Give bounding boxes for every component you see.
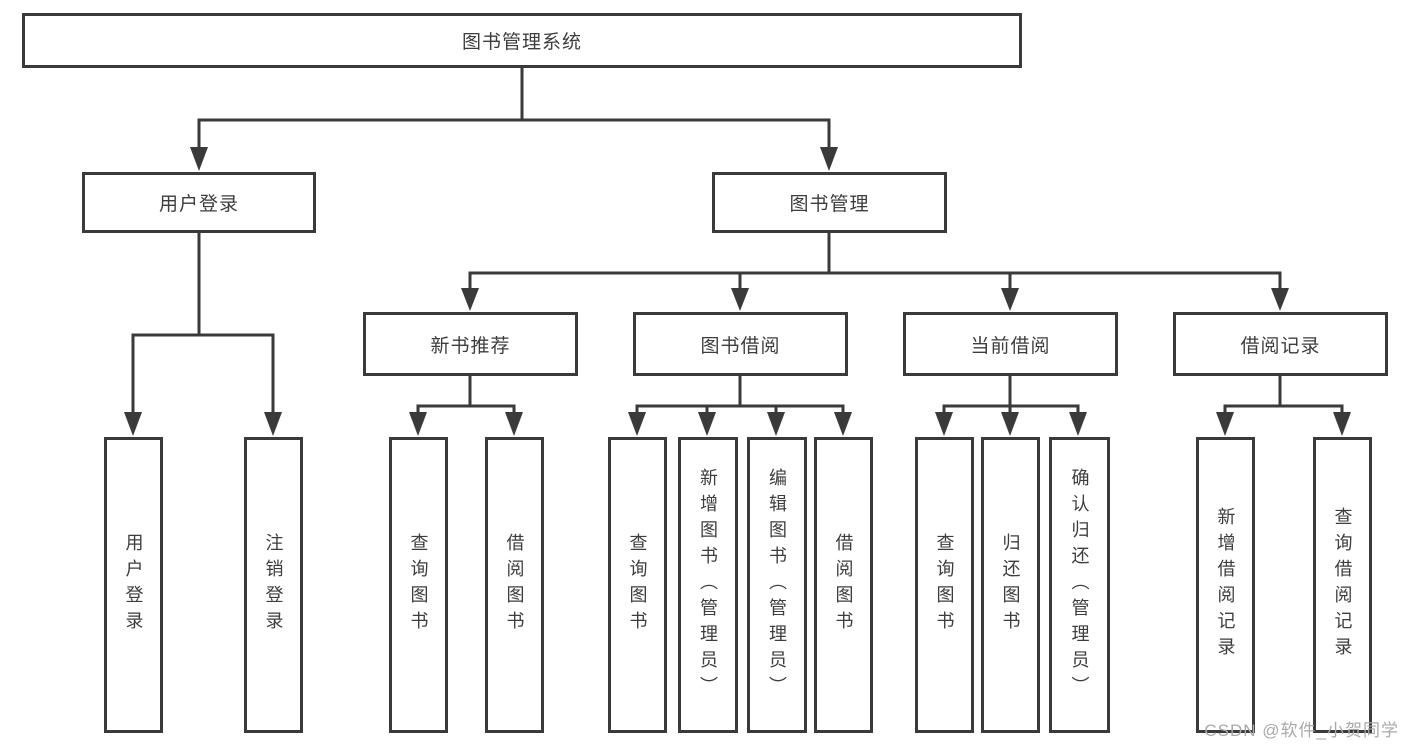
arrowhead (461, 288, 479, 311)
arrowhead (1216, 412, 1234, 436)
node-borrowing-records: 借阅记录 (1173, 312, 1388, 376)
arrowhead (264, 412, 282, 436)
node-label: 图书管理系统 (461, 32, 582, 53)
connector-borrow-to-leaves (635, 374, 845, 416)
node-label: 借阅记录 (1240, 335, 1321, 357)
node-label: 编辑图书（管理员） (767, 468, 787, 702)
arrowhead (1069, 412, 1087, 436)
arrowhead (628, 412, 646, 436)
leaf-current-return-books: 归还图书 (981, 437, 1040, 733)
node-user-login-branch: 用户登录 (82, 172, 316, 233)
arrowhead (767, 412, 785, 436)
arrowhead (731, 288, 749, 311)
arrowhead (1333, 412, 1351, 436)
node-label: 用户登录 (123, 533, 144, 637)
arrowhead (820, 147, 838, 171)
node-book-borrowing: 图书借阅 (633, 312, 848, 376)
arrowhead (1001, 288, 1019, 311)
node-label: 注销登录 (263, 533, 284, 637)
leaf-newbook-borrow-books: 借阅图书 (485, 437, 544, 733)
arrowhead (698, 412, 716, 436)
node-label: 归还图书 (1000, 533, 1021, 637)
node-book-management-branch: 图书管理 (712, 172, 947, 233)
node-current-borrowing: 当前借阅 (903, 312, 1118, 376)
node-label: 用户登录 (158, 194, 239, 215)
connector-newbook-to-leaves (416, 374, 516, 416)
arrowhead (1001, 412, 1019, 436)
leaf-records-query-record: 查询借阅记录 (1313, 437, 1372, 733)
arrowhead (1271, 288, 1289, 311)
leaf-borrow-query-books: 查询图书 (608, 437, 667, 733)
node-label: 借阅图书 (504, 533, 525, 637)
connector-root-to-level1 (197, 66, 831, 152)
node-new-book-recommend: 新书推荐 (363, 312, 578, 376)
leaf-current-confirm-return-admin: 确认归还（管理员） (1049, 437, 1110, 733)
node-label: 新增借阅记录 (1215, 507, 1236, 663)
node-label: 查询图书 (627, 533, 648, 637)
arrowhead (505, 412, 523, 436)
arrowhead (190, 147, 208, 171)
arrowhead (935, 412, 953, 436)
node-label: 新书推荐 (430, 335, 511, 357)
leaf-logout: 注销登录 (244, 437, 303, 733)
leaf-borrow-edit-books-admin: 编辑图书（管理员） (747, 437, 807, 733)
leaf-current-query-books: 查询图书 (915, 437, 974, 733)
arrowhead (834, 412, 852, 436)
node-label: 图书借阅 (700, 335, 781, 357)
leaf-borrow-add-books-admin: 新增图书（管理员） (678, 437, 738, 733)
node-label: 确认归还（管理员） (1069, 468, 1090, 702)
node-label: 新增图书（管理员） (698, 468, 718, 702)
node-label: 当前借阅 (970, 335, 1051, 357)
node-library-system-root: 图书管理系统 (22, 13, 1022, 68)
node-label: 查询借阅记录 (1332, 507, 1353, 663)
node-label: 借阅图书 (833, 533, 854, 637)
connector-current-to-leaves (942, 374, 1080, 416)
connector-records-to-leaves (1223, 374, 1344, 416)
leaf-newbook-query-books: 查询图书 (389, 437, 448, 733)
arrowhead (409, 412, 427, 436)
arrowhead (124, 412, 142, 436)
leaf-borrow-borrow-books: 借阅图书 (814, 437, 873, 733)
node-label: 查询图书 (934, 533, 955, 637)
leaf-user-login: 用户登录 (104, 437, 163, 733)
connector-mgmt-to-sections (468, 231, 1282, 292)
arrowheads (124, 147, 1351, 436)
node-label: 图书管理 (789, 194, 870, 215)
node-label: 查询图书 (408, 533, 429, 637)
connector-login-to-leaves (131, 231, 275, 416)
leaf-records-add-record: 新增借阅记录 (1196, 437, 1255, 733)
csdn-watermark: CSDN @软件_小贺同学 (1204, 721, 1399, 740)
